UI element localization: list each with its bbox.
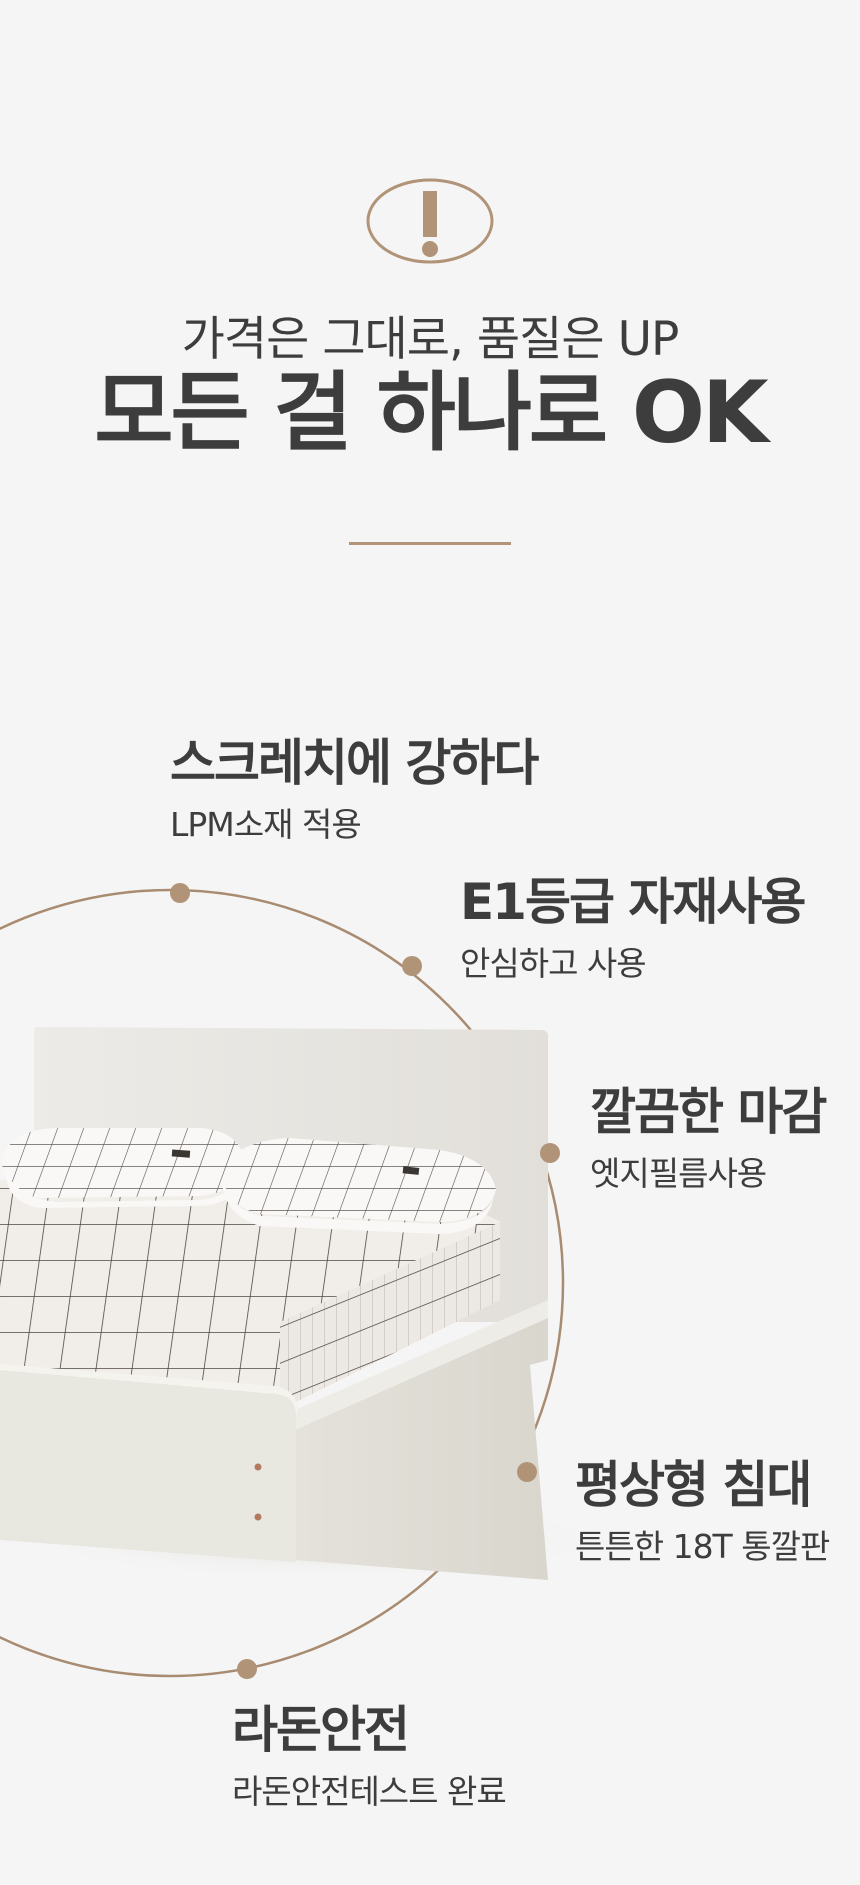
feature-title: 깔끔한 마감 — [590, 1083, 827, 1141]
feature-dot — [170, 883, 190, 903]
feature-subtitle: 엣지필름사용 — [590, 1154, 767, 1193]
feature-subtitle: 안심하고 사용 — [460, 944, 647, 983]
feature-radon-safe: 라돈안전 라돈안전테스트 완료 — [232, 1701, 507, 1811]
headline-title: 모든 걸 하나로 OK — [94, 363, 768, 463]
feature-dot — [517, 1462, 537, 1482]
feature-platform-bed: 평상형 침대 튼튼한 18T 통깔판 — [575, 1456, 830, 1566]
feature-subtitle: 라돈안전테스트 완료 — [232, 1772, 507, 1811]
feature-circle — [0, 888, 565, 1678]
feature-subtitle: LPM소재 적용 — [170, 805, 362, 844]
exclamation-oval-icon — [366, 178, 494, 264]
feature-scratch-resistant: 스크레치에 강하다 LPM소재 적용 — [170, 734, 539, 844]
feature-title: 스크레치에 강하다 — [170, 734, 539, 792]
feature-title: 평상형 침대 — [575, 1456, 812, 1514]
feature-clean-finish: 깔끔한 마감 엣지필름사용 — [590, 1083, 827, 1193]
headline-subtitle: 가격은 그대로, 품질은 UP — [181, 312, 680, 367]
feature-title: E1등급 자재사용 — [460, 873, 806, 931]
bed-image — [0, 1027, 620, 1580]
feature-dot — [402, 956, 422, 976]
divider — [349, 542, 511, 545]
feature-e1-grade: E1등급 자재사용 안심하고 사용 — [460, 873, 806, 983]
feature-dot — [237, 1659, 257, 1679]
feature-title: 라돈안전 — [232, 1701, 410, 1759]
feature-diagram — [0, 883, 620, 1679]
feature-subtitle: 튼튼한 18T 통깔판 — [575, 1527, 830, 1566]
feature-dot — [540, 1143, 560, 1163]
